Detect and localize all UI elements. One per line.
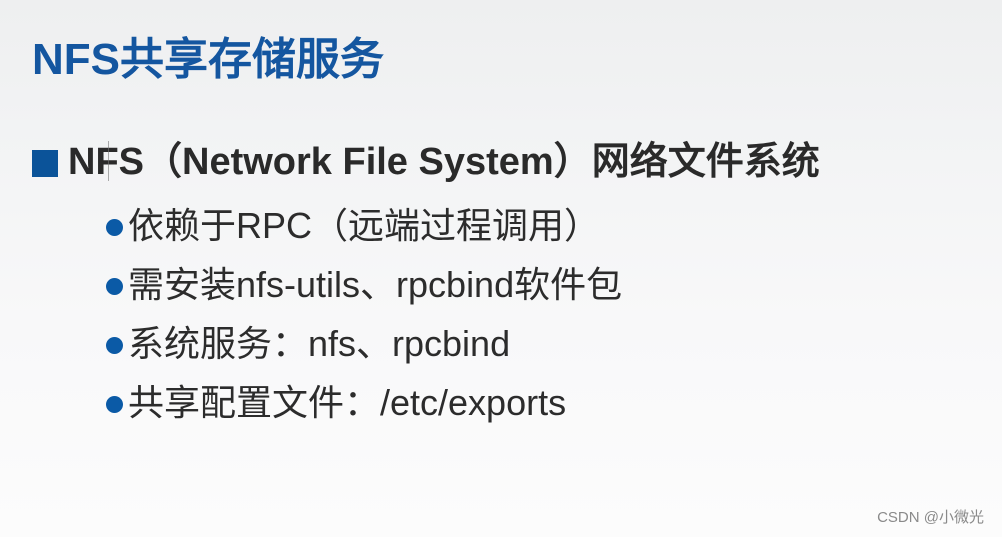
slide-title: NFS共享存储服务 (32, 35, 384, 84)
list-item: 依赖于RPC（远端过程调用） (106, 196, 622, 255)
sub-bullet-list: 依赖于RPC（远端过程调用） 需安装nfs-utils、rpcbind软件包 系… (106, 196, 622, 432)
dot-bullet-icon (106, 219, 123, 236)
list-item: 需安装nfs-utils、rpcbind软件包 (106, 255, 622, 314)
square-bullet-icon (32, 149, 58, 177)
list-item-text: 共享配置文件：/etc/exports (128, 381, 567, 423)
text-cursor-icon (108, 141, 112, 181)
list-item: 系统服务：nfs、rpcbind (106, 314, 622, 373)
list-item-text: 系统服务：nfs、rpcbind (128, 322, 511, 364)
dot-bullet-icon (106, 278, 123, 295)
main-bullet: NFS（Network File System）网络文件系统 (32, 135, 820, 189)
dot-bullet-icon (106, 396, 123, 413)
list-item: 共享配置文件：/etc/exports (106, 373, 622, 432)
main-bullet-text: NFS（Network File System）网络文件系统 (68, 135, 820, 189)
dot-bullet-icon (106, 337, 123, 354)
list-item-text: 依赖于RPC（远端过程调用） (128, 204, 601, 246)
main-bullet-label: NFS（Network File System）网络文件系统 (68, 141, 820, 183)
watermark: CSDN @小微光 (877, 509, 984, 526)
list-item-text: 需安装nfs-utils、rpcbind软件包 (128, 263, 623, 305)
